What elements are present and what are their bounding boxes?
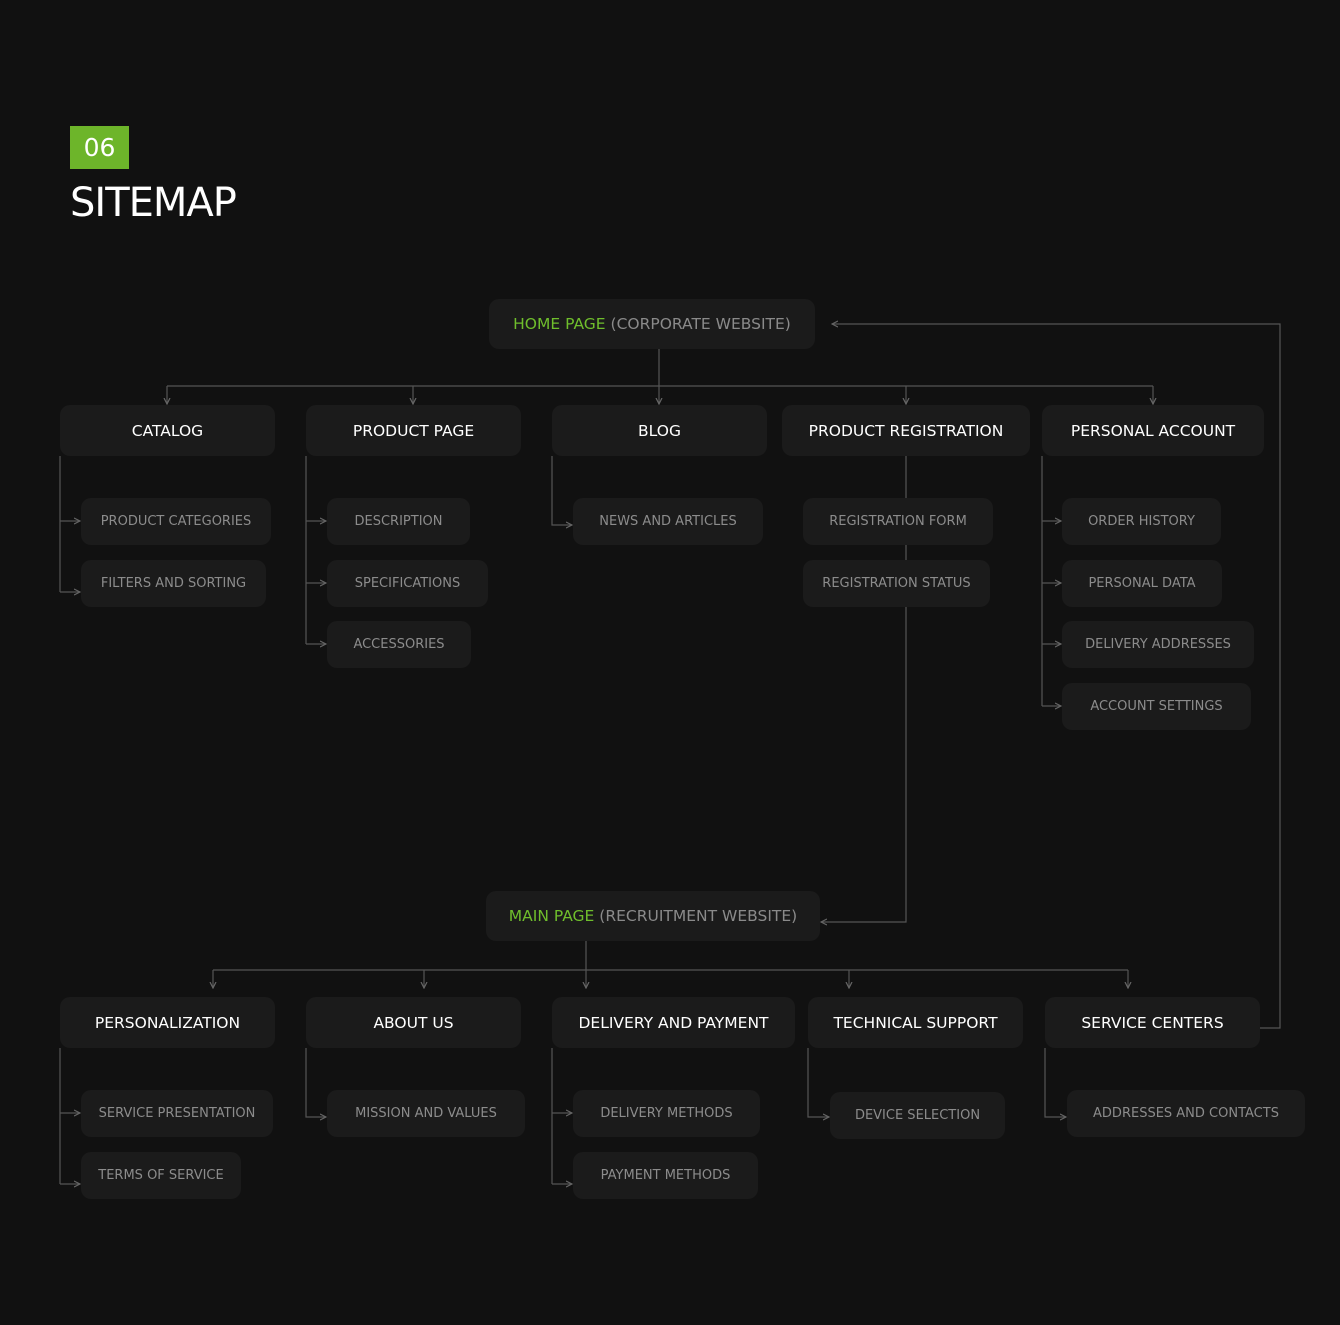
node-terms-of-service[interactable]: TERMS OF SERVICE bbox=[81, 1152, 241, 1199]
node-specifications[interactable]: SPECIFICATIONS bbox=[327, 560, 488, 607]
node-device-selection[interactable]: DEVICE SELECTION bbox=[830, 1092, 1005, 1139]
section-number-badge: 06 bbox=[70, 126, 129, 169]
page-title: SITEMAP bbox=[70, 180, 237, 226]
node-technical-support[interactable]: TECHNICAL SUPPORT bbox=[808, 997, 1023, 1048]
node-catalog[interactable]: CATALOG bbox=[60, 405, 275, 456]
node-mission-and-values[interactable]: MISSION AND VALUES bbox=[327, 1090, 525, 1137]
node-service-centers[interactable]: SERVICE CENTERS bbox=[1045, 997, 1260, 1048]
node-delivery-addresses[interactable]: DELIVERY ADDRESSES bbox=[1062, 621, 1254, 668]
node-delivery-and-payment[interactable]: DELIVERY AND PAYMENT bbox=[552, 997, 795, 1048]
home-page-node[interactable]: HOME PAGE (CORPORATE WEBSITE) bbox=[489, 299, 815, 349]
node-personal-account[interactable]: PERSONAL ACCOUNT bbox=[1042, 405, 1264, 456]
root-highlight: MAIN PAGE bbox=[508, 907, 595, 925]
node-registration-status[interactable]: REGISTRATION STATUS bbox=[803, 560, 990, 607]
node-about-us[interactable]: ABOUT US bbox=[306, 997, 521, 1048]
node-addresses-and-contacts[interactable]: ADDRESSES AND CONTACTS bbox=[1067, 1090, 1305, 1137]
node-payment-methods[interactable]: PAYMENT METHODS bbox=[573, 1152, 758, 1199]
node-product-categories[interactable]: PRODUCT CATEGORIES bbox=[81, 498, 271, 545]
node-accessories[interactable]: ACCESSORIES bbox=[327, 621, 471, 668]
node-personalization[interactable]: PERSONALIZATION bbox=[60, 997, 275, 1048]
node-personal-data[interactable]: PERSONAL DATA bbox=[1062, 560, 1222, 607]
node-order-history[interactable]: ORDER HISTORY bbox=[1062, 498, 1221, 545]
root-subtitle: (CORPORATE WEBSITE) bbox=[605, 315, 791, 333]
node-product-page[interactable]: PRODUCT PAGE bbox=[306, 405, 521, 456]
node-filters-and-sorting[interactable]: FILTERS AND SORTING bbox=[81, 560, 266, 607]
node-product-registration[interactable]: PRODUCT REGISTRATION bbox=[782, 405, 1030, 456]
root-highlight: HOME PAGE bbox=[513, 315, 606, 333]
main-page-node[interactable]: MAIN PAGE (RECRUITMENT WEBSITE) bbox=[486, 891, 820, 941]
node-blog[interactable]: BLOG bbox=[552, 405, 767, 456]
node-news-and-articles[interactable]: NEWS AND ARTICLES bbox=[573, 498, 763, 545]
root-subtitle: (RECRUITMENT WEBSITE) bbox=[594, 907, 798, 925]
node-account-settings[interactable]: ACCOUNT SETTINGS bbox=[1062, 683, 1251, 730]
node-delivery-methods[interactable]: DELIVERY METHODS bbox=[573, 1090, 760, 1137]
node-service-presentation[interactable]: SERVICE PRESENTATION bbox=[81, 1090, 273, 1137]
node-description[interactable]: DESCRIPTION bbox=[327, 498, 470, 545]
node-registration-form[interactable]: REGISTRATION FORM bbox=[803, 498, 993, 545]
